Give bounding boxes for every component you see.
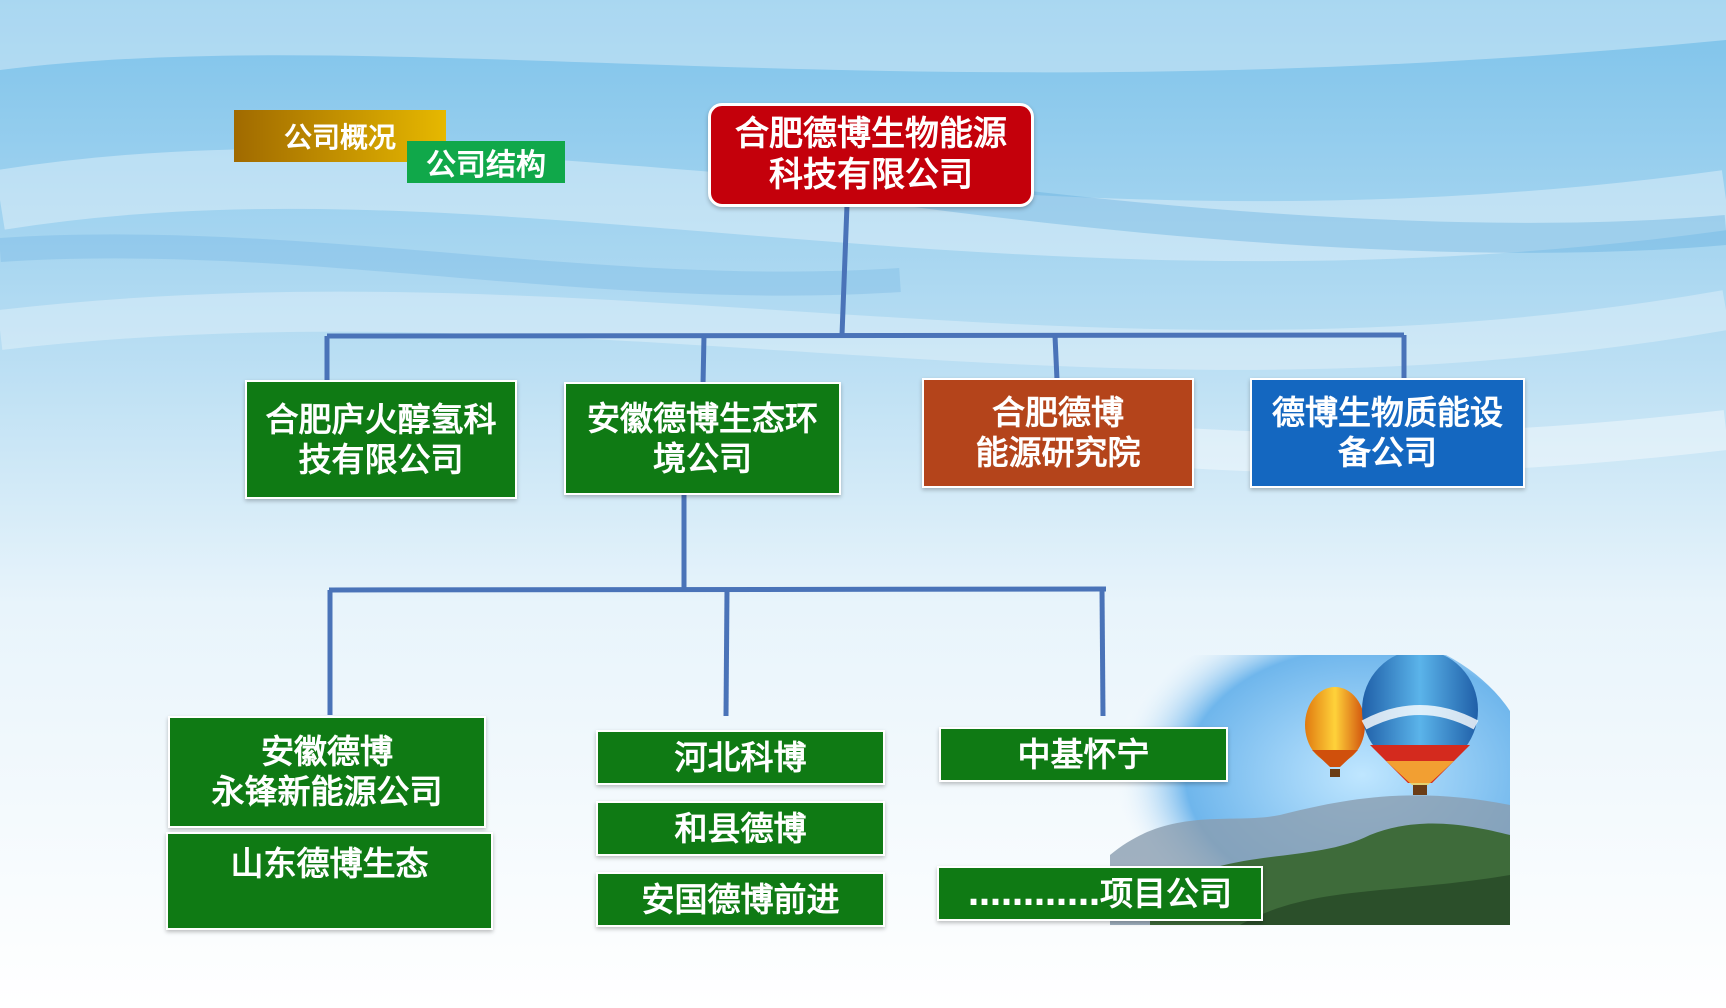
subsidiary-line-2: 技有限公司 — [298, 439, 464, 479]
project-box-hebei[interactable]: 河北科博 — [596, 730, 885, 785]
subsidiary-line-1: 德博生物质能设 — [1272, 393, 1503, 433]
project-label: …………项目公司 — [968, 873, 1232, 913]
subsidiary-line-2: 境公司 — [653, 438, 752, 478]
root-company-box[interactable]: 合肥德博生物能源 科技有限公司 — [708, 103, 1034, 207]
project-line-1: 安徽德博 — [261, 732, 393, 772]
subsidiary-box-luhuo[interactable]: 合肥庐火醇氢科 技有限公司 — [245, 380, 517, 499]
subsidiary-line-2: 备公司 — [1338, 433, 1437, 472]
project-box-anguo[interactable]: 安国德博前进 — [596, 872, 885, 927]
project-label: 和县德博 — [674, 808, 807, 848]
project-box-hexian[interactable]: 和县德博 — [596, 801, 885, 856]
project-label: 河北科博 — [674, 737, 807, 777]
project-box-other-projects[interactable]: …………项目公司 — [937, 866, 1263, 921]
hot-air-balloon-image — [1110, 655, 1510, 925]
subsidiary-line-1: 安徽德博生态环 — [587, 398, 818, 438]
root-line-1: 合肥德博生物能源 — [735, 114, 1007, 155]
subsidiary-box-research-institute[interactable]: 合肥德博 能源研究院 — [922, 378, 1194, 488]
subsidiary-box-equipment[interactable]: 德博生物质能设 备公司 — [1250, 378, 1525, 488]
tag-overview-label: 公司概况 — [283, 121, 396, 154]
project-box-yongfeng[interactable]: 安徽德博 永锋新能源公司 — [168, 716, 486, 828]
project-label: 安国德博前进 — [641, 879, 840, 919]
subsidiary-box-ecology[interactable]: 安徽德博生态环 境公司 — [564, 382, 841, 495]
subsidiary-line-1: 合肥德博 — [992, 393, 1124, 433]
project-line-2: 永锋新能源公司 — [211, 772, 443, 811]
tag-structure-label: 公司结构 — [426, 148, 546, 183]
project-box-zhongji[interactable]: 中基怀宁 — [939, 727, 1228, 782]
subsidiary-line-2: 能源研究院 — [975, 433, 1141, 472]
subsidiary-line-1: 合肥庐火醇氢科 — [265, 399, 497, 439]
root-line-2: 科技有限公司 — [769, 155, 973, 195]
project-label: 中基怀宁 — [1017, 734, 1150, 774]
project-label: 山东德博生态 — [230, 844, 429, 883]
project-box-shandong[interactable]: 山东德博生态 — [166, 832, 493, 930]
tag-company-structure[interactable]: 公司结构 — [407, 141, 565, 183]
